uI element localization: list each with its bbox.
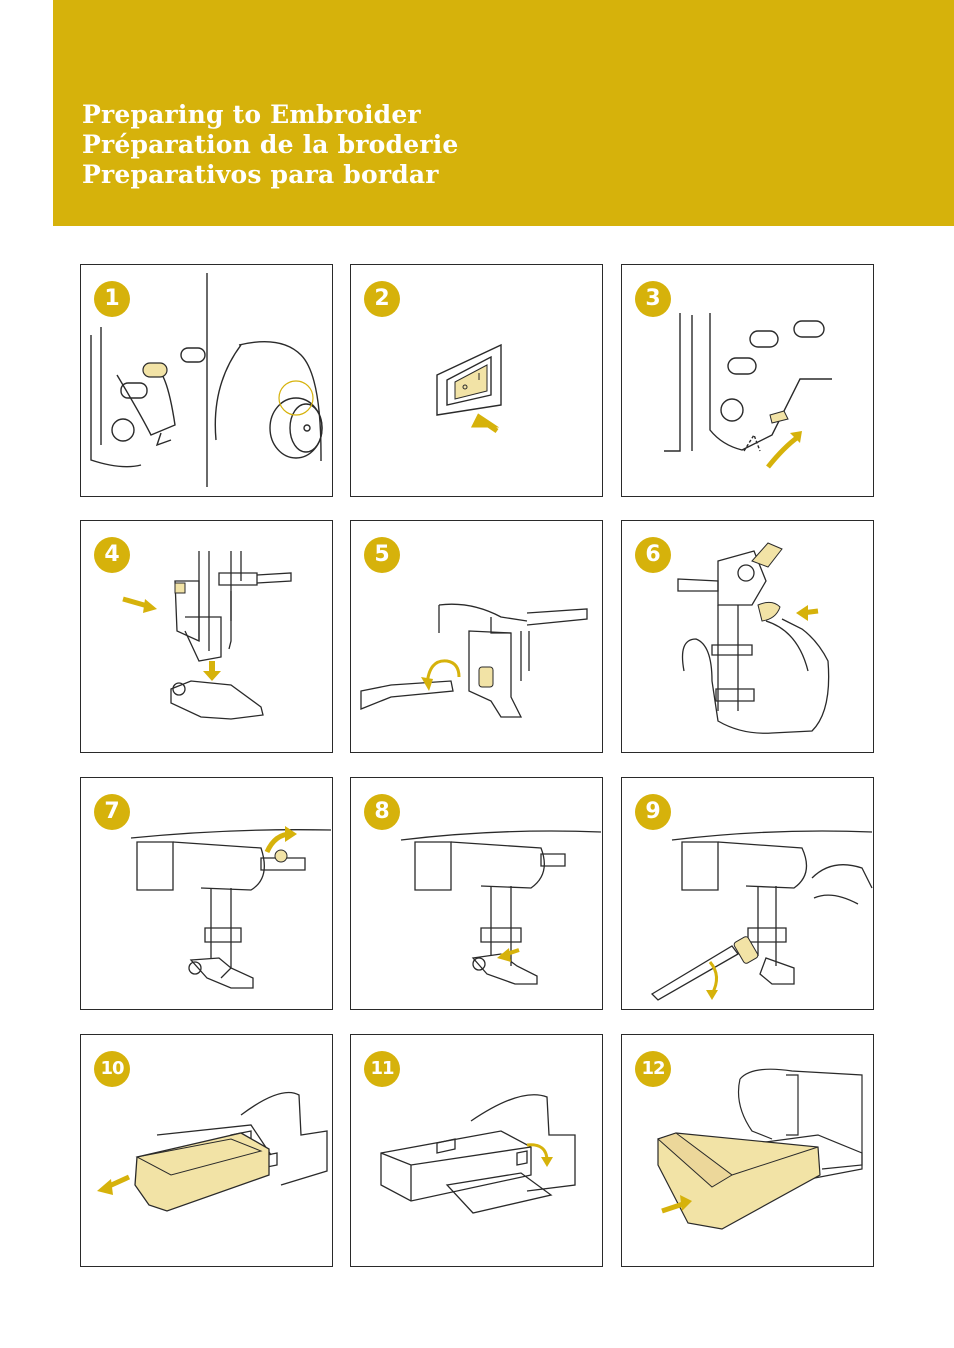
step-panel-8: 8 bbox=[350, 777, 603, 1010]
page-title-fr: Préparation de la broderie bbox=[82, 130, 459, 159]
step-number-badge: 5 bbox=[364, 537, 400, 573]
page-title-es: Preparativos para bordar bbox=[82, 160, 439, 189]
step-panel-7: 7 bbox=[80, 777, 333, 1010]
raise-presser-foot-lever-illustration bbox=[664, 313, 832, 469]
tighten-screw-illustration bbox=[650, 830, 873, 1001]
step-panel-11: 11 bbox=[350, 1034, 603, 1267]
step-number-badge: 9 bbox=[635, 794, 671, 830]
step-panel-4: 4 bbox=[80, 520, 333, 753]
remove-accessory-tray-illustration bbox=[97, 1091, 328, 1212]
header-banner: Preparing to Embroider Préparation de la… bbox=[53, 0, 954, 226]
remove-foot-holder-illustration bbox=[677, 542, 830, 734]
press-button-and-handwheel-illustration bbox=[90, 273, 323, 487]
remove-presser-foot-illustration bbox=[122, 551, 292, 720]
step-panel-3: 3 bbox=[621, 264, 874, 497]
attach-embroidery-foot-illustration bbox=[130, 826, 332, 989]
step-panel-9: 9 bbox=[621, 777, 874, 1010]
step-number-badge: 3 bbox=[635, 281, 671, 317]
open-connector-cover-illustration bbox=[380, 1094, 576, 1214]
step-panel-2: 2 bbox=[350, 264, 603, 497]
step-number-badge: 7 bbox=[94, 794, 130, 830]
step-panel-10: 10 bbox=[80, 1034, 333, 1267]
power-switch-off-illustration bbox=[436, 343, 502, 434]
step-panel-5: 5 bbox=[350, 520, 603, 753]
step-number-badge: 12 bbox=[635, 1051, 671, 1087]
step-number-badge: 1 bbox=[94, 281, 130, 317]
step-panel-1: 1 bbox=[80, 264, 333, 497]
step-number-badge: 11 bbox=[364, 1051, 400, 1087]
step-number-badge: 8 bbox=[364, 794, 400, 830]
step-panel-6: 6 bbox=[621, 520, 874, 753]
loosen-screw-screwdriver-illustration bbox=[360, 603, 588, 718]
step-number-badge: 6 bbox=[635, 537, 671, 573]
attach-embroidery-unit-illustration bbox=[657, 1068, 863, 1230]
page-title-en: Preparing to Embroider bbox=[82, 100, 421, 129]
step-panel-12: 12 bbox=[621, 1034, 874, 1267]
step-number-badge: 10 bbox=[94, 1051, 130, 1087]
position-foot-arm-illustration bbox=[400, 830, 602, 985]
step-number-badge: 4 bbox=[94, 537, 130, 573]
step-number-badge: 2 bbox=[364, 281, 400, 317]
